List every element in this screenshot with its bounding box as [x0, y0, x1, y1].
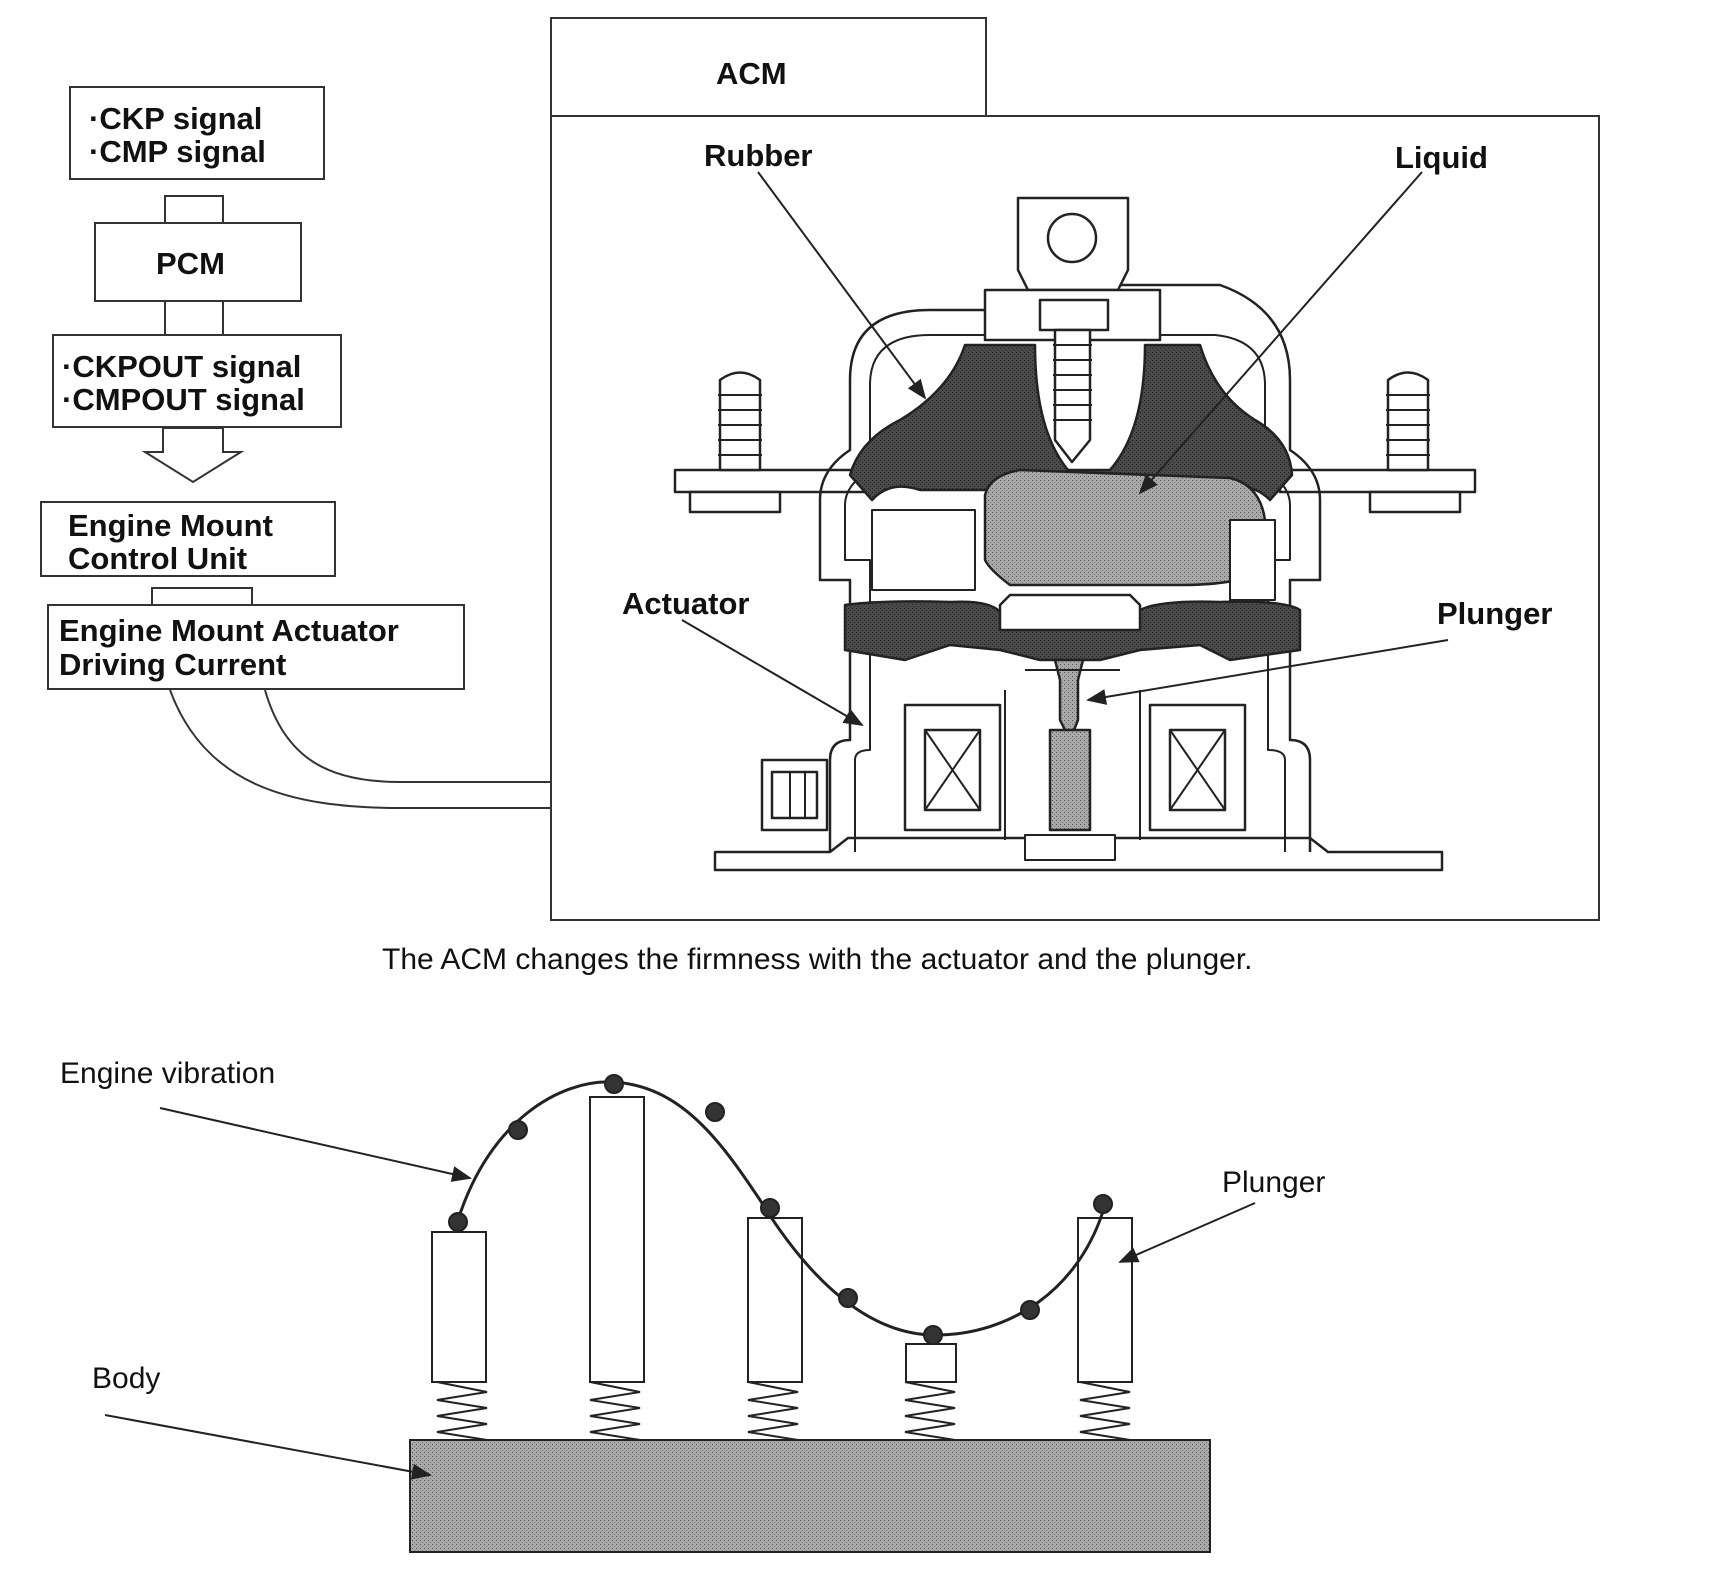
liquid-leader [1138, 171, 1423, 495]
acm-caption: The ACM changes the firmness with the ac… [382, 943, 1253, 976]
flow-down-arrow [141, 427, 245, 484]
actuator-leader [681, 619, 864, 727]
plunger-label: Plunger [1437, 596, 1553, 631]
body-ground [409, 1439, 1211, 1553]
spring-1 [436, 1381, 488, 1441]
vibration-plunger-leader [1118, 1202, 1256, 1263]
rubber-leader [757, 171, 927, 400]
connector-signals-pcm [164, 195, 224, 225]
acm-title: ACM [716, 56, 787, 91]
actuator-current-line-2: Driving Current [59, 647, 287, 682]
actuator-coil-right [1148, 703, 1247, 832]
electrical-connector [760, 758, 829, 832]
plunger-column-5 [1077, 1217, 1133, 1383]
body-leader [104, 1414, 432, 1480]
rubber-label: Rubber [704, 138, 813, 173]
acm-title-tab [550, 17, 987, 119]
cmpout-signal-label: ·CMPOUT signal [62, 382, 305, 417]
actuator-coil-left [903, 703, 1002, 832]
actuator-current-line-1: Engine Mount Actuator [59, 613, 399, 648]
pcm-label: PCM [156, 246, 225, 281]
plunger-shaft [1048, 728, 1092, 832]
acm-callout-leaders [681, 171, 1449, 727]
plunger-column-4 [905, 1343, 957, 1383]
spring-3 [747, 1381, 799, 1441]
actuator-current-box: Engine Mount Actuator Driving Current [47, 604, 465, 690]
vibration-wave [456, 1080, 1107, 1337]
top-bracket-hole [1046, 212, 1098, 264]
vibration-plunger-label: Plunger [1222, 1166, 1326, 1199]
connector-pcm-out [164, 299, 224, 337]
spring-4 [904, 1381, 956, 1441]
plunger-column-1 [431, 1231, 487, 1383]
control-unit-box: Engine Mount Control Unit [40, 501, 336, 577]
cmp-signal-label: ·CMP signal [89, 134, 266, 169]
ckp-signal-label: ·CKP signal [89, 101, 263, 136]
liquid-label: Liquid [1395, 140, 1488, 175]
spring-5 [1079, 1381, 1131, 1441]
signals-in-box: ·CKP signal ·CMP signal [69, 86, 325, 180]
spring-2 [589, 1381, 641, 1441]
signals-out-box: ·CKPOUT signal ·CMPOUT signal [52, 334, 342, 428]
center-bolt [1038, 298, 1110, 464]
acm-mount-cross-section [673, 196, 1477, 872]
liquid-chamber [983, 468, 1267, 587]
plunger-leader [1086, 639, 1449, 705]
vibration-leaders [104, 1107, 1256, 1480]
ckpout-signal-label: ·CKPOUT signal [62, 349, 302, 384]
flow-connectors [151, 195, 253, 607]
body-label: Body [92, 1362, 161, 1395]
control-unit-line-1: Engine Mount [68, 508, 273, 543]
plunger-column-2 [589, 1096, 645, 1383]
pcm-box: PCM [94, 222, 302, 302]
actuator-label: Actuator [622, 586, 750, 621]
plunger-column-3 [747, 1217, 803, 1383]
engine-vibration-label: Engine vibration [60, 1057, 276, 1090]
wave-points [448, 1074, 1113, 1345]
vibration-model [409, 1074, 1211, 1553]
engine-vibration-leader [159, 1107, 472, 1182]
control-unit-line-2: Control Unit [68, 541, 248, 576]
